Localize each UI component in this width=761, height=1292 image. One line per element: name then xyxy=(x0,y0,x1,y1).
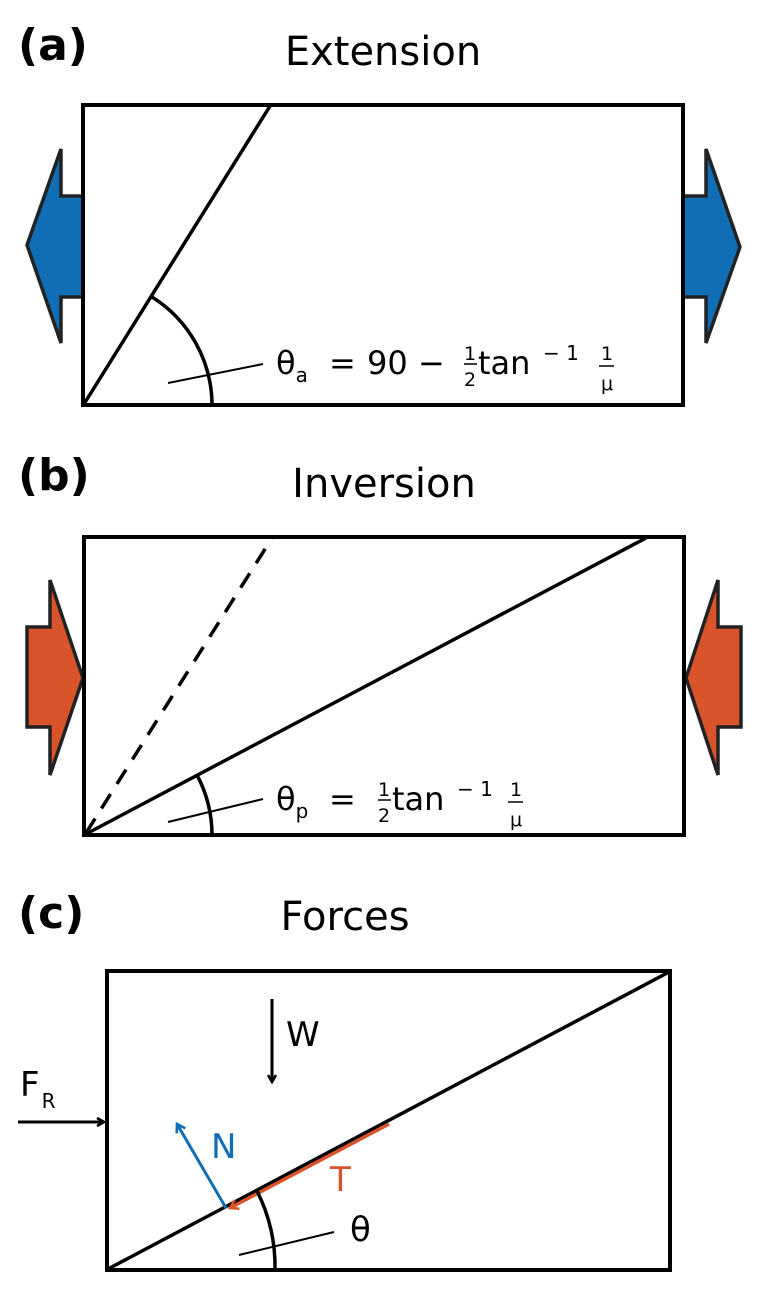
panel-title-extension: Extension xyxy=(285,29,481,75)
svg-text:1: 1 xyxy=(510,779,522,801)
rock-block-b xyxy=(82,535,686,837)
extension-arrow-left-icon xyxy=(25,148,85,344)
svg-text:2: 2 xyxy=(378,805,390,827)
tangential-force-arrow xyxy=(230,1122,390,1208)
normal-force-label: N xyxy=(211,1127,236,1167)
angle-leader-c xyxy=(238,1231,335,1256)
fault-line-c xyxy=(107,970,670,1271)
rock-block-a xyxy=(81,103,685,407)
svg-text:tan: tan xyxy=(478,344,530,382)
panel-letter-b: (b) xyxy=(18,450,90,501)
formula-theta-a: θa = 90 − 1 2 tan − 1 1 μ xyxy=(276,341,614,395)
panel-letter-a: (a) xyxy=(18,20,88,71)
compression-arrow-right-icon xyxy=(684,579,743,776)
svg-text:− 1: − 1 xyxy=(543,341,579,365)
panel-title-forces: Forces xyxy=(280,894,409,940)
formula-theta-p: θp = 1 2 tan − 1 1 μ xyxy=(276,777,523,831)
compression-arrow-left-icon xyxy=(25,579,85,776)
weight-label: W xyxy=(286,1015,320,1055)
svg-text:1: 1 xyxy=(601,343,613,365)
svg-text:θp: θp xyxy=(276,780,308,823)
svg-text:− 1: − 1 xyxy=(457,777,493,801)
fault-line-a xyxy=(82,105,272,405)
svg-text:μ: μ xyxy=(510,809,522,831)
angle-theta-label: θ xyxy=(350,1210,371,1250)
svg-text:1: 1 xyxy=(378,779,390,801)
tangential-force-label: T xyxy=(329,1160,351,1200)
panel-b: (b) Inversion θp = 1 2 tan − 1 1 μ xyxy=(18,450,743,837)
svg-text:90 −: 90 − xyxy=(367,344,445,382)
svg-text:=: = xyxy=(329,780,356,818)
panel-a: (a) Extension θa = 90 − 1 2 tan − 1 1 μ xyxy=(18,20,742,407)
angle-arc-b xyxy=(195,774,214,836)
angle-arc-a xyxy=(151,295,214,406)
original-fault-dashed-line xyxy=(84,537,274,834)
svg-text:2: 2 xyxy=(464,369,476,391)
panel-letter-c: (c) xyxy=(18,888,84,939)
extension-arrow-right-icon xyxy=(681,148,742,344)
svg-text:=: = xyxy=(329,344,356,382)
svg-text:μ: μ xyxy=(601,373,613,395)
angle-leader-b xyxy=(167,798,264,823)
panel-title-inversion: Inversion xyxy=(292,461,476,507)
svg-text:tan: tan xyxy=(392,780,444,818)
normal-force-arrow xyxy=(177,1124,228,1209)
svg-text:θa: θa xyxy=(276,344,308,387)
angle-leader-a xyxy=(167,363,264,384)
svg-text:1: 1 xyxy=(464,343,476,365)
fault-line-b xyxy=(85,536,647,836)
angle-arc-c xyxy=(255,1190,277,1271)
